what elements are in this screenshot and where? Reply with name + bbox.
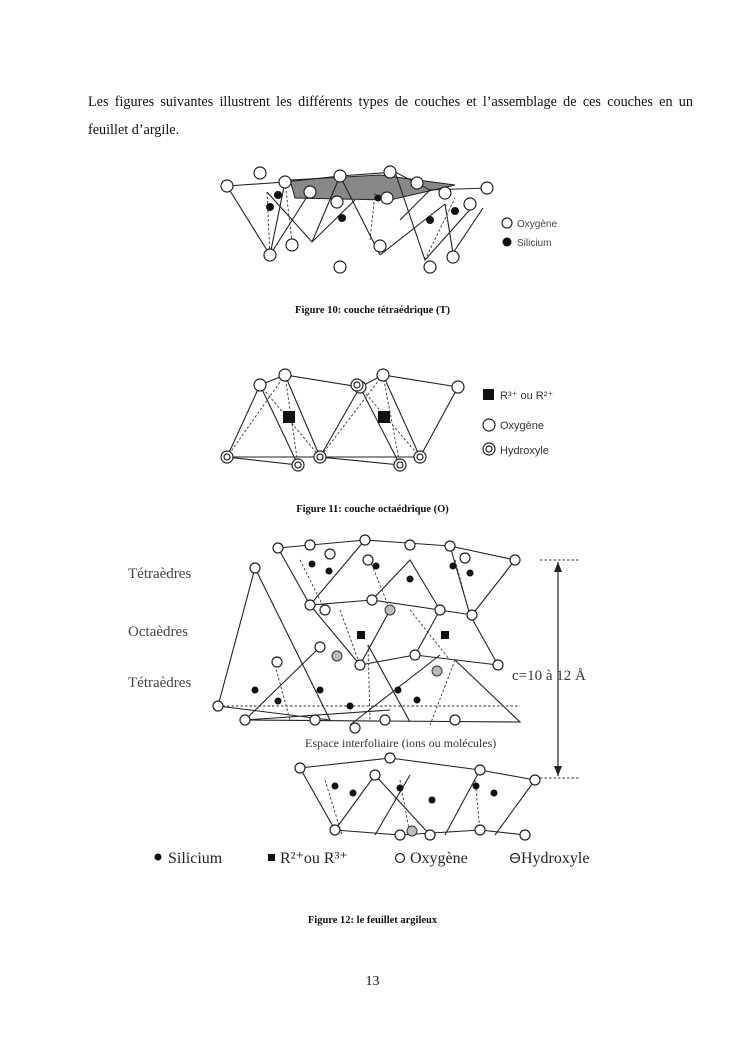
figure-12-caption: Figure 12: le feuillet argileux xyxy=(307,915,438,926)
figure-12-clay-sheet: Tétraèdres Octaèdres Tétraèdres c=10 à 1… xyxy=(128,534,589,867)
figure-10-caption: Figure 10: couche tétraédrique (T) xyxy=(295,305,450,316)
svg-text:c=10 à 12 Å: c=10 à 12 Å xyxy=(512,668,586,684)
legend: R³⁺ ou R²⁺ Oxygène Hydroxyle xyxy=(482,389,553,457)
silicon-atoms xyxy=(266,191,459,224)
cation-atom xyxy=(378,411,390,423)
spacing-arrow xyxy=(540,559,580,779)
svg-text:Silicium: Silicium xyxy=(517,238,551,249)
svg-text:Hydroxyle: Hydroxyle xyxy=(500,445,549,457)
intro-paragraph: Les figures suivantes illustrent les dif… xyxy=(88,94,693,138)
svg-text:Tétraèdres: Tétraèdres xyxy=(128,566,191,582)
figure-11-caption: Figure 11: couche octaédrique (O) xyxy=(296,504,449,515)
page-number: 13 xyxy=(365,974,380,989)
svg-text:R²⁺ou R³⁺: R²⁺ou R³⁺ xyxy=(280,850,348,867)
svg-text:Oxygène: Oxygène xyxy=(500,420,544,432)
hydroxyl-atoms xyxy=(331,604,443,837)
svg-text:R³⁺ ou R²⁺: R³⁺ ou R²⁺ xyxy=(500,390,553,402)
oxygen-atoms xyxy=(220,165,494,274)
svg-text:Oxygène: Oxygène xyxy=(410,850,468,867)
svg-text:Hydroxyle: Hydroxyle xyxy=(521,850,589,867)
svg-text:Espace interfoliaire (ions ou: Espace interfoliaire (ions ou molécules) xyxy=(305,736,496,750)
figure-11-octahedral-layer: R³⁺ ou R²⁺ Oxygène Hydroxyle xyxy=(220,368,553,472)
svg-text:Tétraèdres: Tétraèdres xyxy=(128,675,191,691)
figure-10-tetrahedral-layer: Oxygène Silicium xyxy=(220,165,557,274)
oxygen-atoms xyxy=(212,534,541,841)
cation-atom xyxy=(283,411,295,423)
svg-text:Oxygène: Oxygène xyxy=(517,219,557,230)
legend: Oxygène Silicium xyxy=(501,217,557,249)
svg-text:Silicium: Silicium xyxy=(168,850,223,867)
svg-text:Octaèdres: Octaèdres xyxy=(128,624,188,640)
legend: Silicium R²⁺ou R³⁺ Oxygène Hydroxyle xyxy=(154,850,589,867)
hydroxyl-atoms xyxy=(220,378,427,472)
